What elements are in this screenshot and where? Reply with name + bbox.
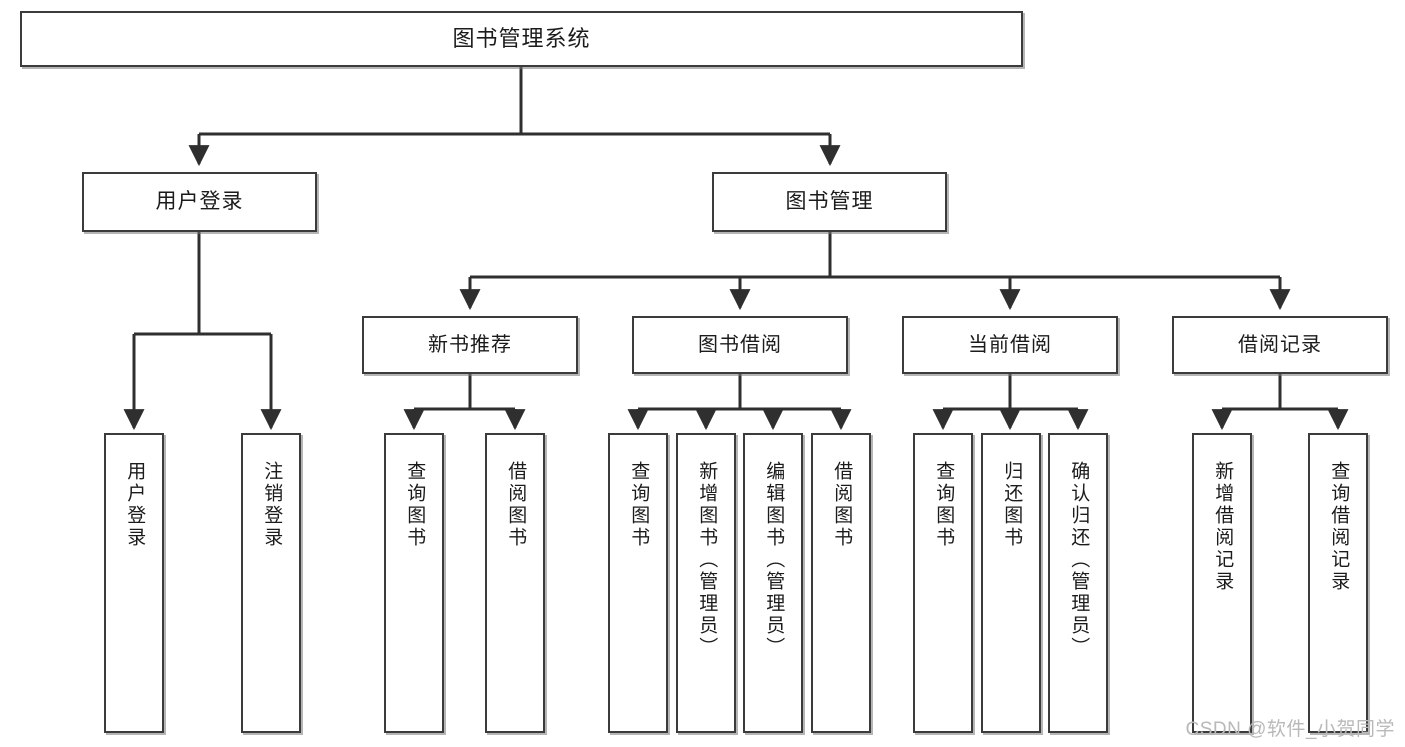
leaf-return-book[interactable]: 归还图书 xyxy=(981,433,1041,733)
node-label: 新书推荐 xyxy=(428,333,512,356)
leaf-edit-book-admin[interactable]: 编辑图书（管理员） xyxy=(743,433,803,733)
node-label: 借阅记录 xyxy=(1238,333,1322,356)
leaf-query-book-recommend[interactable]: 查询图书 xyxy=(384,433,444,733)
node-label: 图书管理 xyxy=(785,189,874,213)
node-label: 查询图书 xyxy=(404,461,426,549)
node-label: 图书借阅 xyxy=(698,333,782,356)
node-borrow-record[interactable]: 借阅记录 xyxy=(1172,316,1388,374)
node-label: 用户登录 xyxy=(124,461,146,549)
node-label: 新增借阅记录 xyxy=(1212,461,1234,593)
node-root-system[interactable]: 图书管理系统 xyxy=(20,11,1023,67)
node-label: 借阅图书 xyxy=(831,461,853,549)
node-label: 借阅图书 xyxy=(505,461,527,549)
leaf-user-login[interactable]: 用户登录 xyxy=(104,433,164,733)
node-label: 注销登录 xyxy=(261,461,283,549)
leaf-query-book-current[interactable]: 查询图书 xyxy=(913,433,973,733)
node-label: 用户登录 xyxy=(155,189,244,213)
node-label: 新增图书（管理员） xyxy=(696,461,718,659)
node-label: 编辑图书（管理员） xyxy=(763,461,785,659)
leaf-confirm-return-admin[interactable]: 确认归还（管理员） xyxy=(1048,433,1108,733)
node-label: 当前借阅 xyxy=(968,333,1052,356)
node-label: 确认归还（管理员） xyxy=(1068,461,1090,659)
node-book-management[interactable]: 图书管理 xyxy=(712,172,947,232)
leaf-user-logout[interactable]: 注销登录 xyxy=(241,433,301,733)
node-book-borrow[interactable]: 图书借阅 xyxy=(632,316,848,374)
csdn-watermark: CSDN @软件_小贺同学 xyxy=(1185,719,1395,740)
leaf-add-book-admin[interactable]: 新增图书（管理员） xyxy=(676,433,736,733)
node-current-borrow[interactable]: 当前借阅 xyxy=(902,316,1118,374)
leaf-query-book-borrow[interactable]: 查询图书 xyxy=(608,433,668,733)
node-label: 查询图书 xyxy=(628,461,650,549)
leaf-borrow-book-recommend[interactable]: 借阅图书 xyxy=(485,433,545,733)
leaf-add-borrow-record[interactable]: 新增借阅记录 xyxy=(1192,433,1252,733)
leaf-borrow-book[interactable]: 借阅图书 xyxy=(811,433,871,733)
leaf-query-borrow-record[interactable]: 查询借阅记录 xyxy=(1308,433,1368,733)
node-label: 归还图书 xyxy=(1001,461,1023,549)
node-label: 图书管理系统 xyxy=(452,26,591,52)
node-label: 查询图书 xyxy=(933,461,955,549)
node-new-book-recommend[interactable]: 新书推荐 xyxy=(362,316,578,374)
node-label: 查询借阅记录 xyxy=(1328,461,1350,593)
node-user-login[interactable]: 用户登录 xyxy=(82,172,317,232)
